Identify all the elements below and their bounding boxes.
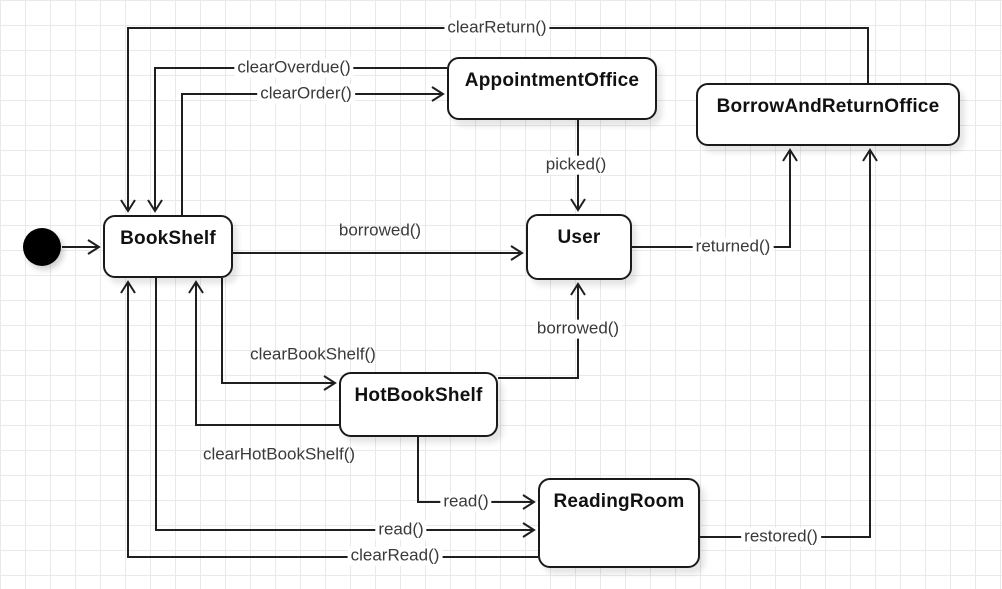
- edge-label-clearread[interactable]: clearRead(): [347, 546, 443, 566]
- transition-borrowed-hotbookshelf-arrow[interactable]: [498, 282, 586, 379]
- edge-label-picked[interactable]: picked(): [542, 155, 610, 175]
- edge-label-restored[interactable]: restored(): [741, 527, 821, 547]
- state-bookshelf[interactable]: BookShelf: [103, 215, 233, 278]
- state-borrow-and-return-office[interactable]: BorrowAndReturnOffice: [696, 83, 960, 146]
- transition-clearorder-arrow[interactable]: [181, 86, 445, 215]
- edge-label-clearhotbookshelf[interactable]: clearHotBookShelf(): [202, 444, 356, 464]
- transition-clearhotbookshelf-arrow[interactable]: [188, 280, 339, 426]
- edge-label-returned[interactable]: returned(): [692, 237, 774, 257]
- edge-label-clearoverdue[interactable]: clearOverdue(): [234, 58, 354, 78]
- initial-state-dot[interactable]: [23, 228, 61, 266]
- edge-label-clearorder[interactable]: clearOrder(): [257, 84, 355, 104]
- transition-returned-arrow[interactable]: [632, 148, 798, 248]
- edge-label-borrowed-bookshelf[interactable]: borrowed(): [338, 220, 422, 240]
- edge-label-clearreturn[interactable]: clearReturn(): [444, 18, 550, 38]
- transition-read-hotbookshelf-arrow[interactable]: [417, 437, 536, 510]
- edge-label-read-hotbookshelf[interactable]: read(): [440, 492, 492, 512]
- edge-label-read-bookshelf[interactable]: read(): [375, 520, 427, 540]
- transition-clearbookshelf-arrow[interactable]: [221, 278, 337, 391]
- state-hot-book-shelf[interactable]: HotBookShelf: [339, 372, 498, 437]
- edge-label-borrowed-hotbookshelf[interactable]: borrowed(): [533, 319, 623, 339]
- state-appointment-office[interactable]: AppointmentOffice: [447, 57, 657, 120]
- transition-restored-arrow[interactable]: [700, 148, 878, 538]
- edge-label-clearbookshelf[interactable]: clearBookShelf(): [250, 344, 376, 364]
- state-reading-room[interactable]: ReadingRoom: [538, 478, 700, 568]
- state-user[interactable]: User: [526, 214, 632, 280]
